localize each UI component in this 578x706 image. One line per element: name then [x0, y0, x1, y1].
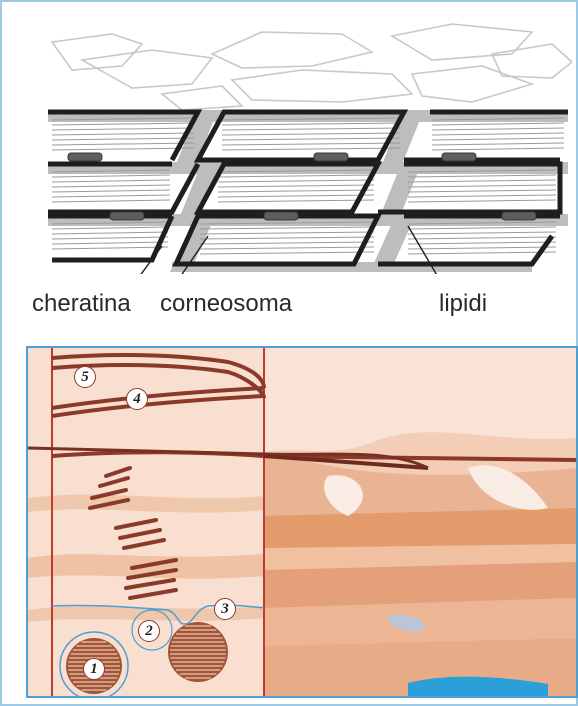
keratin-fiber — [222, 133, 400, 135]
keratin-fiber — [408, 200, 556, 202]
keratin-fiber — [432, 123, 564, 125]
lamellar-body-panel: 5 4 1 2 3 — [26, 346, 578, 698]
keratin-fiber — [52, 180, 170, 182]
keratin-fiber — [52, 138, 194, 140]
lamellar-body-illustration — [28, 348, 576, 696]
keratin-fiber — [432, 148, 564, 150]
keratin-fiber — [52, 242, 168, 244]
keratin-fiber — [52, 190, 170, 192]
keratin-fiber — [408, 252, 556, 254]
upper-cell-outlines — [52, 24, 572, 110]
keratin-fiber — [52, 185, 170, 187]
keratin-fiber — [218, 195, 374, 197]
keratin-fiber — [200, 237, 374, 239]
keratin-fiber — [52, 143, 194, 145]
keratin-fiber — [52, 175, 170, 177]
corneocyte-envelopes — [48, 112, 568, 264]
keratin-fiber — [408, 232, 556, 234]
keratin-fiber — [218, 180, 374, 182]
lamellar-body-2 — [168, 622, 228, 682]
keratin-fiber — [408, 190, 556, 192]
stratum-corneum-diagram — [12, 14, 572, 274]
keratin-fiber — [52, 200, 170, 202]
keratin-fiber — [222, 138, 400, 140]
stage-badge-4: 4 — [126, 388, 148, 410]
keratin-fiber — [408, 227, 556, 229]
keratin-fiber — [52, 123, 194, 125]
keratin-fiber — [408, 180, 556, 182]
label-lipids: lipidi — [439, 292, 487, 316]
keratin-fibers — [52, 118, 564, 254]
keratin-fiber — [222, 143, 400, 145]
keratin-fiber — [218, 175, 374, 177]
keratin-fiber — [408, 195, 556, 197]
label-corneosome: corneosoma — [160, 292, 292, 316]
keratin-fiber — [222, 148, 400, 150]
stage-badge-2: 2 — [138, 620, 160, 642]
keratin-fiber — [52, 148, 194, 150]
keratin-fiber — [432, 133, 564, 135]
keratin-fiber — [52, 133, 194, 135]
stage-badge-1: 1 — [83, 658, 105, 680]
keratin-fiber — [408, 242, 556, 244]
keratin-fiber — [408, 247, 556, 249]
keratin-fiber — [200, 242, 374, 244]
keratin-fiber — [52, 227, 168, 229]
keratin-fiber — [200, 247, 374, 249]
keratin-fiber — [52, 247, 168, 249]
keratin-fiber — [432, 138, 564, 140]
stage-badge-3: 3 — [214, 598, 236, 620]
keratin-fiber — [432, 128, 564, 130]
keratin-fiber — [218, 190, 374, 192]
keratin-fiber — [52, 232, 168, 234]
keratin-fiber — [200, 252, 374, 254]
keratin-fiber — [218, 200, 374, 202]
keratin-fiber — [52, 128, 194, 130]
keratin-fiber — [200, 227, 374, 229]
keratin-fiber — [52, 195, 170, 197]
keratin-fiber — [408, 185, 556, 187]
stage-badge-5: 5 — [74, 366, 96, 388]
keratin-fiber — [432, 143, 564, 145]
keratin-fiber — [222, 128, 400, 130]
keratin-fiber — [408, 175, 556, 177]
keratin-fiber — [52, 237, 168, 239]
label-keratin: cheratina — [32, 292, 131, 316]
keratin-fiber — [218, 185, 374, 187]
keratin-fiber — [222, 123, 400, 125]
keratin-fiber — [200, 232, 374, 234]
keratin-fiber — [408, 237, 556, 239]
